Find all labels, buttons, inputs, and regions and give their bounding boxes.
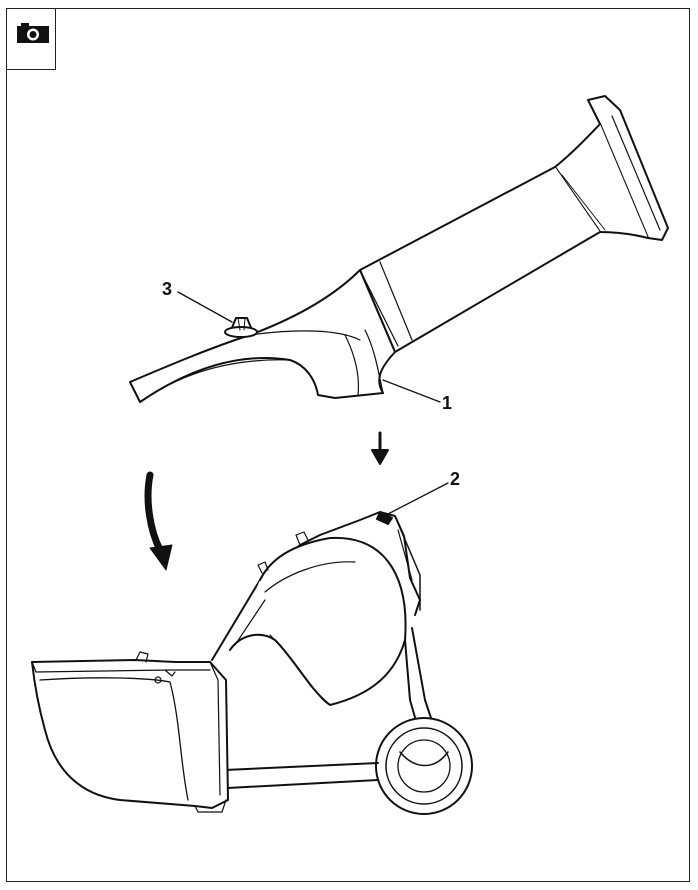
suction-tube-assembly — [129, 95, 669, 403]
base-assembly — [31, 482, 473, 815]
callout-3: 3 — [162, 279, 173, 299]
callout-1: 1 — [442, 393, 453, 413]
figure-frame — [6, 8, 690, 882]
callout-2: 2 — [450, 469, 461, 489]
camera-icon — [17, 23, 49, 43]
camera-icon-box — [6, 8, 56, 70]
rotate-arrow — [144, 471, 164, 554]
